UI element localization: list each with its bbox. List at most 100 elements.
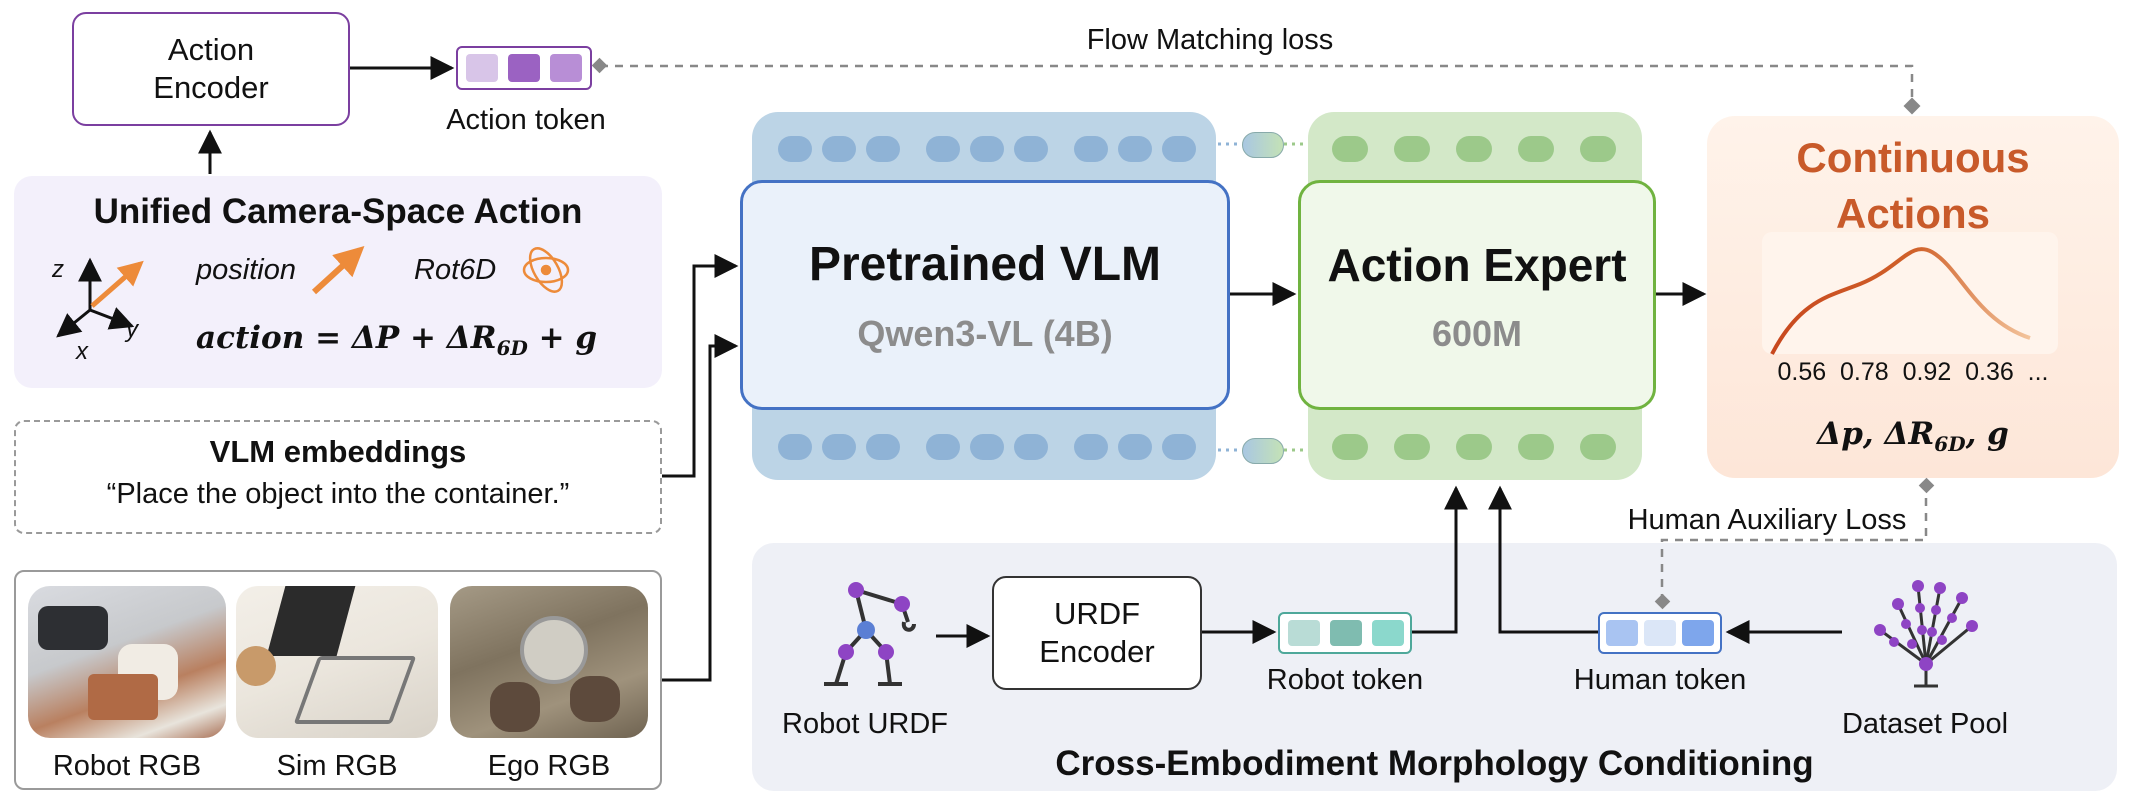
diamond-marker xyxy=(1654,593,1671,610)
expert-token xyxy=(1580,434,1616,460)
human-token-cell xyxy=(1606,620,1638,646)
continuous-formula-main: Δp, ΔR xyxy=(1817,416,1935,452)
expert-token xyxy=(1580,136,1616,162)
action-token-cell xyxy=(508,54,540,82)
morphology-title: Cross-Embodiment Morphology Conditioning xyxy=(1055,744,1814,783)
vlm-token xyxy=(1014,136,1048,162)
pretrained-vlm-box: Pretrained VLM Qwen3-VL (4B) xyxy=(740,180,1230,410)
robot-urdf-label: Robot URDF xyxy=(782,708,948,740)
vlm-embeddings-instruction: “Place the object into the container.” xyxy=(106,478,570,510)
vlm-embeddings-title: VLM embeddings xyxy=(209,434,467,469)
action-token-label: Action token xyxy=(446,104,606,136)
expert-token xyxy=(1456,136,1492,162)
vlm-token xyxy=(970,136,1004,162)
dataset-pool-joints xyxy=(1874,580,1978,671)
diamond-marker xyxy=(1918,477,1935,494)
action-token-cell xyxy=(466,54,498,82)
human-token-cell xyxy=(1644,620,1676,646)
action-encoder-box: Action Encoder xyxy=(72,12,350,126)
position-label: position xyxy=(196,254,296,286)
vlm-token xyxy=(1074,136,1108,162)
arrow-images-to-vlm xyxy=(662,334,739,682)
action-formula-main: action = ΔP + ΔR xyxy=(196,320,497,356)
action-encoder-title-line1: Action xyxy=(167,32,255,67)
expert-token xyxy=(1456,434,1492,460)
vlm-token xyxy=(1162,136,1196,162)
robot-urdf-joints xyxy=(838,582,910,660)
continuous-actions-title-line1: Continuous xyxy=(1796,134,2030,181)
bridge-token xyxy=(1242,438,1284,464)
vlm-token xyxy=(866,434,900,460)
continuous-values: 0.56 0.78 0.92 0.36 ... xyxy=(1777,358,2049,386)
sim-rgb-label: Sim RGB xyxy=(276,750,398,782)
vlm-embeddings-panel xyxy=(14,420,662,534)
axis-orange-arrow xyxy=(90,260,144,308)
action-encoder-title-line2: Encoder xyxy=(153,70,269,105)
vlm-token xyxy=(1014,434,1048,460)
vlm-subtitle: Qwen3-VL (4B) xyxy=(857,313,1113,354)
arrow-human-token-to-expert xyxy=(1488,485,1598,634)
action-token xyxy=(456,46,592,90)
robot-token-label: Robot token xyxy=(1266,664,1424,696)
human-aux-dashed-line xyxy=(1660,486,1928,602)
ego-rgb-label: Ego RGB xyxy=(487,750,611,782)
expert-token xyxy=(1518,136,1554,162)
action-distribution-curve xyxy=(1770,247,2031,355)
flow-matching-dashed-line xyxy=(600,64,1914,106)
rot6d-label: Rot6D xyxy=(414,254,497,286)
robot-token-cell xyxy=(1372,620,1404,646)
vlm-token xyxy=(778,434,812,460)
robot-rgb-label: Robot RGB xyxy=(52,750,202,782)
vlm-title: Pretrained VLM xyxy=(808,238,1162,291)
sim-rgb-image xyxy=(236,586,438,738)
robot-token xyxy=(1278,612,1412,654)
robot-rgb-image xyxy=(28,586,226,738)
human-token-cell xyxy=(1682,620,1714,646)
action-formula-tail: + g xyxy=(527,320,598,356)
rotation-icon xyxy=(522,247,570,293)
axis-z-label: z xyxy=(52,256,64,283)
expert-token xyxy=(1394,434,1430,460)
diamond-marker xyxy=(1903,97,1921,115)
human-token-label: Human token xyxy=(1573,664,1747,696)
urdf-encoder-line1: URDF xyxy=(1053,596,1141,631)
vlm-token xyxy=(1118,136,1152,162)
axis-x-label: x xyxy=(76,338,88,365)
human-aux-loss-label: Human Auxiliary Loss xyxy=(1627,504,1907,536)
robot-token-cell xyxy=(1288,620,1320,646)
vlm-token xyxy=(1074,434,1108,460)
expert-token xyxy=(1332,136,1368,162)
vlm-token xyxy=(778,136,812,162)
action-token-cell xyxy=(550,54,582,82)
continuous-actions-title: Continuous Actions xyxy=(1707,130,2119,242)
unified-action-title: Unified Camera-Space Action xyxy=(93,192,583,231)
flow-matching-loss-label: Flow Matching loss xyxy=(1086,24,1334,56)
dataset-pool-label: Dataset Pool xyxy=(1841,708,2009,740)
vlm-token xyxy=(822,136,856,162)
vlm-token xyxy=(1162,434,1196,460)
axes-icon xyxy=(56,257,135,338)
vlm-token xyxy=(926,136,960,162)
vlm-token xyxy=(822,434,856,460)
vlm-token xyxy=(926,434,960,460)
bridge-token xyxy=(1242,132,1284,158)
robot-token-cell xyxy=(1330,620,1362,646)
ego-rgb-image xyxy=(450,586,648,738)
position-arrow-icon xyxy=(311,245,365,295)
arrow-robot-token-to-expert xyxy=(1412,485,1468,634)
action-expert-box: Action Expert 600M xyxy=(1298,180,1656,410)
expert-token xyxy=(1332,434,1368,460)
continuous-actions-title-line2: Actions xyxy=(1835,190,1990,237)
arrow-embeddings-to-vlm xyxy=(662,254,739,478)
morphology-panel xyxy=(752,543,2117,791)
expert-token xyxy=(1394,136,1430,162)
urdf-encoder-line2: Encoder xyxy=(1039,634,1155,669)
expert-subtitle: 600M xyxy=(1431,313,1523,354)
continuous-formula-sub: 6D xyxy=(1934,432,1966,457)
human-token xyxy=(1598,612,1722,654)
urdf-encoder-box: URDF Encoder xyxy=(992,576,1202,690)
vlm-token xyxy=(866,136,900,162)
continuous-formula-tail: , g xyxy=(1965,416,2009,452)
vlm-token xyxy=(1118,434,1152,460)
